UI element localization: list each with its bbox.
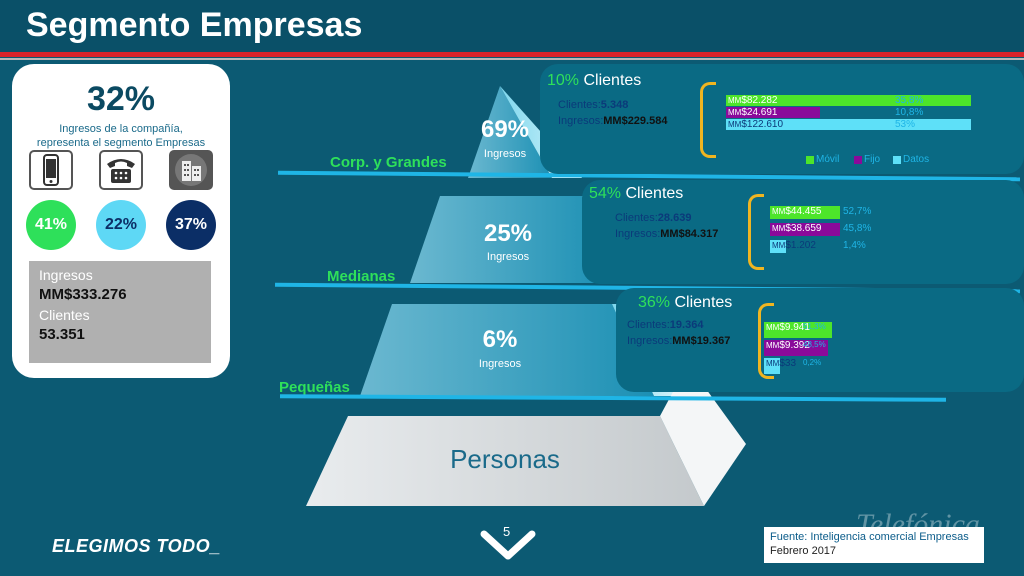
panel-medianas-brace bbox=[748, 194, 764, 270]
revenue-bar-pct-data: 53% bbox=[895, 119, 916, 130]
landline-share-badge: 22% bbox=[96, 200, 146, 250]
chevron-down-icon[interactable] bbox=[480, 526, 536, 562]
revenue-bar-data: MM$33 bbox=[764, 358, 796, 374]
clientes-label: Clientes bbox=[39, 307, 90, 323]
page-number: 5 bbox=[503, 524, 511, 539]
panel-pequenas-brace bbox=[758, 303, 774, 379]
segment-label-pequenas: Pequeñas bbox=[279, 379, 350, 396]
segment-label-medianas: Medianas bbox=[327, 268, 396, 285]
tier-bottom-sublabel: Ingresos bbox=[478, 358, 522, 370]
legend-fixed-swatch bbox=[854, 156, 862, 164]
revenue-bar-fixed: MM$24.691 bbox=[726, 107, 820, 118]
header-grey-divider bbox=[0, 58, 1024, 60]
panel-medianas-stats: Clientes:28.639 Ingresos:MM$84.317 bbox=[615, 212, 719, 240]
revenue-bar-pct-data: 1,4% bbox=[843, 240, 866, 251]
tier-bottom-percentage: 6% bbox=[482, 326, 518, 353]
revenue-bar-pct-fixed: 45,8% bbox=[843, 223, 872, 234]
tier-top-percentage: 69% bbox=[480, 116, 530, 143]
tier-middle-sublabel: Ingresos bbox=[486, 251, 530, 263]
source-note: Fuente: Inteligencia comercial Empresas … bbox=[764, 527, 984, 563]
revenue-bar-mobile: MM$44.455 bbox=[770, 206, 840, 219]
tier-top-sublabel: Ingresos bbox=[483, 148, 527, 160]
legend-fixed-label: Fijo bbox=[864, 154, 881, 165]
building-icon bbox=[169, 150, 213, 190]
legend-data-swatch bbox=[893, 156, 901, 164]
source-date: Febrero 2017 bbox=[770, 545, 837, 557]
legend-data-label: Datos bbox=[903, 154, 930, 165]
header-red-divider bbox=[0, 52, 1024, 57]
base-label: Personas bbox=[450, 444, 560, 474]
panel-pequenas-stats: Clientes:19.364 Ingresos:MM$19.367 bbox=[627, 319, 731, 347]
mobile-share-badge: 41% bbox=[26, 200, 76, 250]
tier-middle-percentage: 25% bbox=[483, 220, 533, 247]
pyramid-tier-bottom bbox=[360, 304, 654, 396]
revenue-bar-pct-data: 0,2% bbox=[803, 358, 822, 367]
data-share-badge: 37% bbox=[166, 200, 216, 250]
pyramid-base bbox=[306, 416, 704, 506]
clientes-value: 53.351 bbox=[39, 326, 85, 343]
source-text: Fuente: Inteligencia comercial Empresas bbox=[770, 531, 969, 543]
pyramid-tier-top bbox=[468, 86, 552, 178]
revenue-bar-data: MM$1.202 bbox=[770, 240, 816, 253]
brand-tagline: ELEGIMOS TODO_ bbox=[52, 536, 221, 556]
ingresos-label: Ingresos bbox=[39, 267, 93, 283]
panel-corp-title: 10% Clientes bbox=[547, 72, 642, 89]
summary-desc-line2: representa el segmento Empresas bbox=[36, 137, 206, 149]
mobile-phone-icon bbox=[29, 150, 73, 190]
legend-mobile-swatch bbox=[806, 156, 814, 164]
pyramid-tier-middle bbox=[410, 196, 608, 283]
summary-description: Ingresos de la compañía, representa el s… bbox=[12, 122, 230, 150]
totals-box: Ingresos MM$333.276 Clientes 53.351 bbox=[29, 261, 211, 363]
revenue-bar-pct-mobile: 52,7% bbox=[843, 206, 872, 217]
panel-medianas-title: 54% Clientes bbox=[589, 185, 684, 202]
revenue-bar-pct-fixed: 48,5% bbox=[803, 340, 826, 349]
revenue-bar-fixed: MM$38.659 bbox=[770, 223, 840, 236]
revenue-bar-pct-mobile: 35,8% bbox=[895, 95, 924, 106]
segment-label-corp: Corp. y Grandes bbox=[330, 154, 447, 171]
revenue-bar-mobile: MM$82.282 bbox=[726, 95, 971, 106]
landline-phone-icon bbox=[99, 150, 143, 190]
panel-corp-brace bbox=[700, 82, 716, 158]
revenue-bar-mobile: MM$9.941 bbox=[764, 322, 832, 338]
panel-pequenas-title: 36% Clientes bbox=[638, 294, 733, 311]
summary-card: 32% Ingresos de la compañía, representa … bbox=[12, 64, 230, 378]
panel-corp-stats: Clientes:5.348 Ingresos:MM$229.584 bbox=[558, 99, 668, 127]
summary-percentage: 32% bbox=[86, 80, 156, 118]
summary-desc-line1: Ingresos de la compañía, bbox=[59, 123, 183, 135]
ingresos-value: MM$333.276 bbox=[39, 286, 127, 303]
revenue-bar-data: MM$122.610 bbox=[726, 119, 971, 130]
revenue-bar-fixed: MM$9.392 bbox=[764, 340, 828, 356]
header-bar: Segmento Empresas bbox=[0, 0, 1024, 52]
page-title: Segmento Empresas bbox=[26, 6, 363, 44]
revenue-bar-pct-mobile: 51,3% bbox=[803, 322, 826, 331]
legend-mobile-label: Móvil bbox=[816, 154, 840, 165]
revenue-bar-pct-fixed: 10,8% bbox=[895, 107, 924, 118]
